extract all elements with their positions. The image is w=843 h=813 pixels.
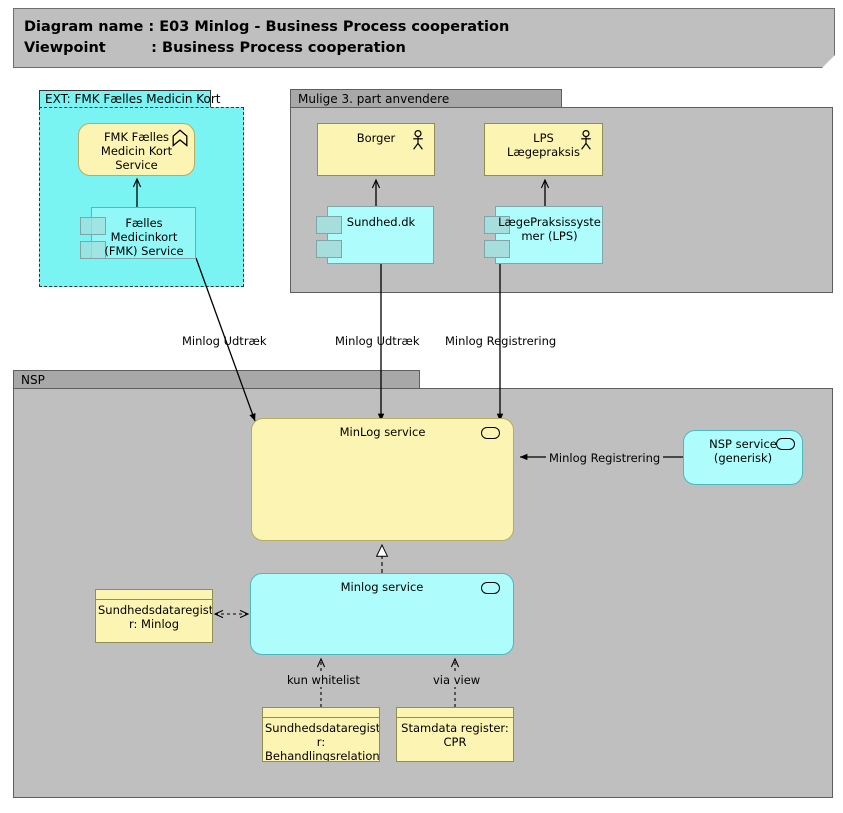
node-nsp-service-generisk[interactable]: NSP service (generisk) [683, 430, 803, 485]
group-label-nsp: NSP [21, 373, 45, 387]
component-body [327, 206, 434, 264]
node-faelles-medicinkort-fmk-service[interactable]: Fælles Medicinkort (FMK) Service [80, 207, 196, 259]
node-label: Stamdata register: CPR [401, 721, 509, 749]
actor-icon [581, 130, 591, 150]
node-borger[interactable]: Borger [317, 123, 435, 176]
node-label: FMK Fælles Medicin Kort Service [100, 130, 173, 172]
group-tab-ext-fmk: EXT: FMK Fælles Medicin Kort [39, 90, 221, 108]
component-tab-lower [316, 240, 342, 258]
component-body [91, 207, 196, 259]
node-minlog-service-technology[interactable]: Minlog service [250, 573, 514, 655]
diagram-title-header: Diagram name : E03 Minlog - Business Pro… [13, 8, 835, 68]
group-label-ext-fmk: EXT: FMK Fælles Medicin Kort [45, 92, 221, 106]
data-object-header-divider [397, 717, 513, 718]
edge-label-kun-whitelist: kun whitelist [284, 673, 363, 687]
edge-label-lps-to-minlog: Minlog Registrering [445, 334, 557, 348]
node-label: Minlog service [340, 580, 424, 594]
service-icon [776, 438, 795, 450]
diagram-name-key: Diagram name : E03 Minlog - Business Pro… [24, 19, 510, 35]
node-label: MinLog service [339, 425, 426, 439]
node-label: Sundhedsdataregiste r: Behandlingsrelati… [265, 721, 380, 762]
edge-label-nspservice-to-minlog: Minlog Registrering [546, 451, 664, 465]
component-body [495, 206, 603, 264]
actor-icon [413, 130, 423, 150]
node-lps-laegepraksis[interactable]: LPS Lægepraksis [484, 123, 603, 176]
edge-label-fmk-to-minlog: Minlog Udtræk [182, 334, 267, 348]
component-tab-upper [484, 216, 510, 234]
node-label: LægePraksissyste mer (LPS) [498, 215, 601, 243]
data-object-header-divider [263, 717, 379, 718]
node-laegepraksissystemer-lps[interactable]: LægePraksissyste mer (LPS) [484, 206, 603, 264]
edge-label-sundheddk-to-minlog: Minlog Udtræk [335, 334, 420, 348]
node-minlog-service-application[interactable]: MinLog service [251, 418, 514, 541]
service-icon [481, 427, 500, 439]
node-label: Sundhedsdataregiste r: Minlog [98, 603, 213, 631]
component-tab-lower [484, 240, 510, 258]
data-object-header-divider [96, 599, 212, 600]
group-tab-third-party: Mulige 3. part anvendere [290, 89, 562, 108]
component-tab-upper [80, 217, 106, 235]
node-label: LPS Lægepraksis [507, 131, 580, 159]
node-fmk-faelles-medicin-kort-service[interactable]: FMK Fælles Medicin Kort Service [78, 123, 195, 176]
component-tab-upper [316, 216, 342, 234]
node-label: NSP service (generisk) [709, 437, 777, 465]
node-sundhed-dk[interactable]: Sundhed.dk [316, 206, 434, 264]
node-stamdata-register-cpr[interactable]: Stamdata register: CPR [396, 707, 514, 762]
node-sundhedsdataregister-behandlingsrelation[interactable]: Sundhedsdataregiste r: Behandlingsrelati… [262, 707, 380, 762]
viewpoint-line: Viewpoint : Business Process cooperation [24, 40, 406, 56]
node-sundhedsdataregister-minlog[interactable]: Sundhedsdataregiste r: Minlog [95, 589, 213, 643]
diagram-name-line: Diagram name : E03 Minlog - Business Pro… [24, 19, 509, 35]
component-tab-lower [80, 241, 106, 259]
group-label-third-party: Mulige 3. part anvendere [298, 92, 450, 106]
group-tab-nsp: NSP [13, 370, 420, 389]
service-icon [481, 582, 500, 594]
node-label: Fælles Medicinkort (FMK) Service [104, 216, 184, 258]
chevron-up-icon [172, 129, 188, 147]
node-label: Borger [356, 131, 396, 145]
node-label: Sundhed.dk [346, 215, 416, 229]
edge-label-via-view: via view [430, 673, 484, 687]
viewpoint-key: Viewpoint : Business Process cooperation [24, 40, 406, 56]
